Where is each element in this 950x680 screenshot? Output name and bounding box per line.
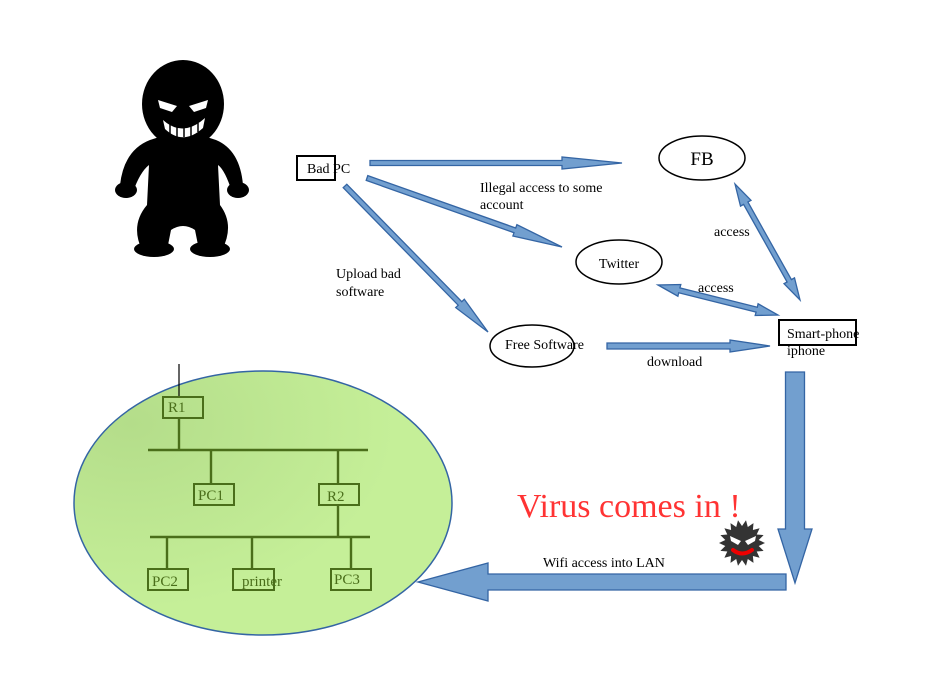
twitter-label: Twitter [599, 257, 640, 272]
pc1-label: PC1 [198, 488, 224, 504]
hacker-figure-icon [115, 60, 249, 257]
bad-pc-node: Bad PC [296, 155, 350, 181]
printer: printer [232, 568, 282, 591]
access-fb-label: access [714, 225, 750, 240]
smartphone-label: Smart-phone [787, 327, 859, 342]
pc1: PC1 [193, 483, 235, 506]
arrow-badpc-to-fb [369, 156, 623, 170]
pc3: PC3 [330, 568, 372, 591]
illegal-access-label-2: account [480, 198, 524, 213]
virus-headline: Virus comes in ! [517, 488, 741, 525]
arrow-wifi-to-lan [415, 562, 787, 602]
r1-label: R1 [168, 400, 186, 416]
router-r2: R2 [318, 483, 360, 506]
wifi-label: Wifi access into LAN [543, 556, 665, 571]
free-software-label: Free Software [505, 338, 584, 353]
arrow-badpc-to-twitter [365, 174, 563, 248]
pc3-label: PC3 [334, 572, 360, 588]
pc2-label: PC2 [152, 574, 178, 590]
upload-label: Upload bad [336, 267, 401, 282]
iphone-label: iphone [787, 344, 825, 359]
free-software-node: Free Software [489, 324, 584, 368]
virus-icon [719, 520, 765, 566]
bad-pc-label: Bad PC [307, 162, 350, 177]
fb-node: FB [658, 135, 746, 181]
access-twitter-label: access [698, 281, 734, 296]
lan-network: R1 PC1 R2 PC2 printer PC3 [73, 364, 453, 636]
arrow-twitter-smartphone [655, 283, 781, 317]
smartphone-node: Smart-phone iphone [778, 319, 859, 359]
twitter-node: Twitter [575, 239, 663, 285]
download-label: download [647, 355, 702, 370]
fb-label: FB [690, 149, 713, 170]
router-r1: R1 [162, 396, 204, 419]
illegal-access-label: Illegal access to some [480, 181, 602, 196]
arrow-smartphone-down [777, 371, 813, 586]
pc2: PC2 [147, 568, 189, 591]
arrows-layer [342, 156, 813, 602]
printer-label: printer [242, 574, 282, 590]
arrow-fb-smartphone [733, 181, 802, 303]
arrow-badpc-to-free-software [342, 183, 489, 333]
upload-label-2: software [336, 285, 384, 300]
arrow-free-software-to-smartphone [606, 339, 771, 353]
r2-label: R2 [327, 489, 345, 505]
